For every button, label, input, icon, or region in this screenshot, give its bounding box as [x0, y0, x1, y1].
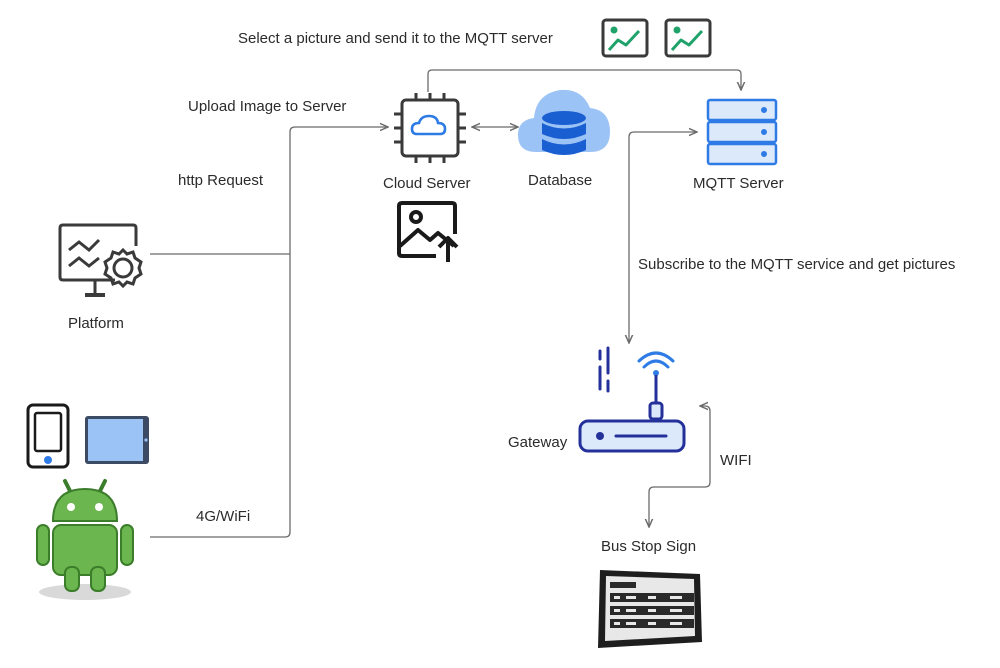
mqtt-server-label: MQTT Server — [693, 175, 784, 192]
bus-stop-screen-icon — [596, 566, 706, 652]
cloud-server-label: Cloud Server — [383, 175, 471, 192]
image-upload-icon — [396, 200, 460, 264]
cloud-chip-icon — [392, 92, 468, 164]
wifi-label: WIFI — [720, 452, 752, 469]
gateway-bus-link-line — [649, 406, 711, 527]
database-cloud-icon — [516, 82, 612, 168]
upload-label: Upload Image to Server — [188, 98, 347, 115]
4g-wifi-label: 4G/WiFi — [196, 508, 251, 525]
top-instruction-label: Select a picture and send it to the MQTT… — [238, 30, 553, 47]
phone-icon — [26, 403, 70, 469]
bus-stop-label: Bus Stop Sign — [601, 538, 697, 555]
cloud-mqtt-link-line — [427, 69, 741, 92]
server-icon — [706, 98, 778, 166]
gateway-label: Gateway — [508, 434, 568, 451]
tablet-icon — [84, 415, 150, 465]
http-request-label: http Request — [178, 172, 264, 189]
android-icon — [33, 475, 137, 601]
router-icon — [576, 345, 688, 463]
subscribe-label: Subscribe to the MQTT service and get pi… — [638, 256, 956, 273]
android-link-line — [150, 127, 388, 538]
platform-monitor-icon — [57, 222, 147, 304]
image-chart-icon-2 — [664, 18, 712, 58]
database-label: Database — [528, 172, 593, 189]
platform-label: Platform — [68, 315, 124, 332]
mqtt-gateway-link-line — [629, 132, 697, 343]
image-chart-icon — [601, 18, 649, 58]
